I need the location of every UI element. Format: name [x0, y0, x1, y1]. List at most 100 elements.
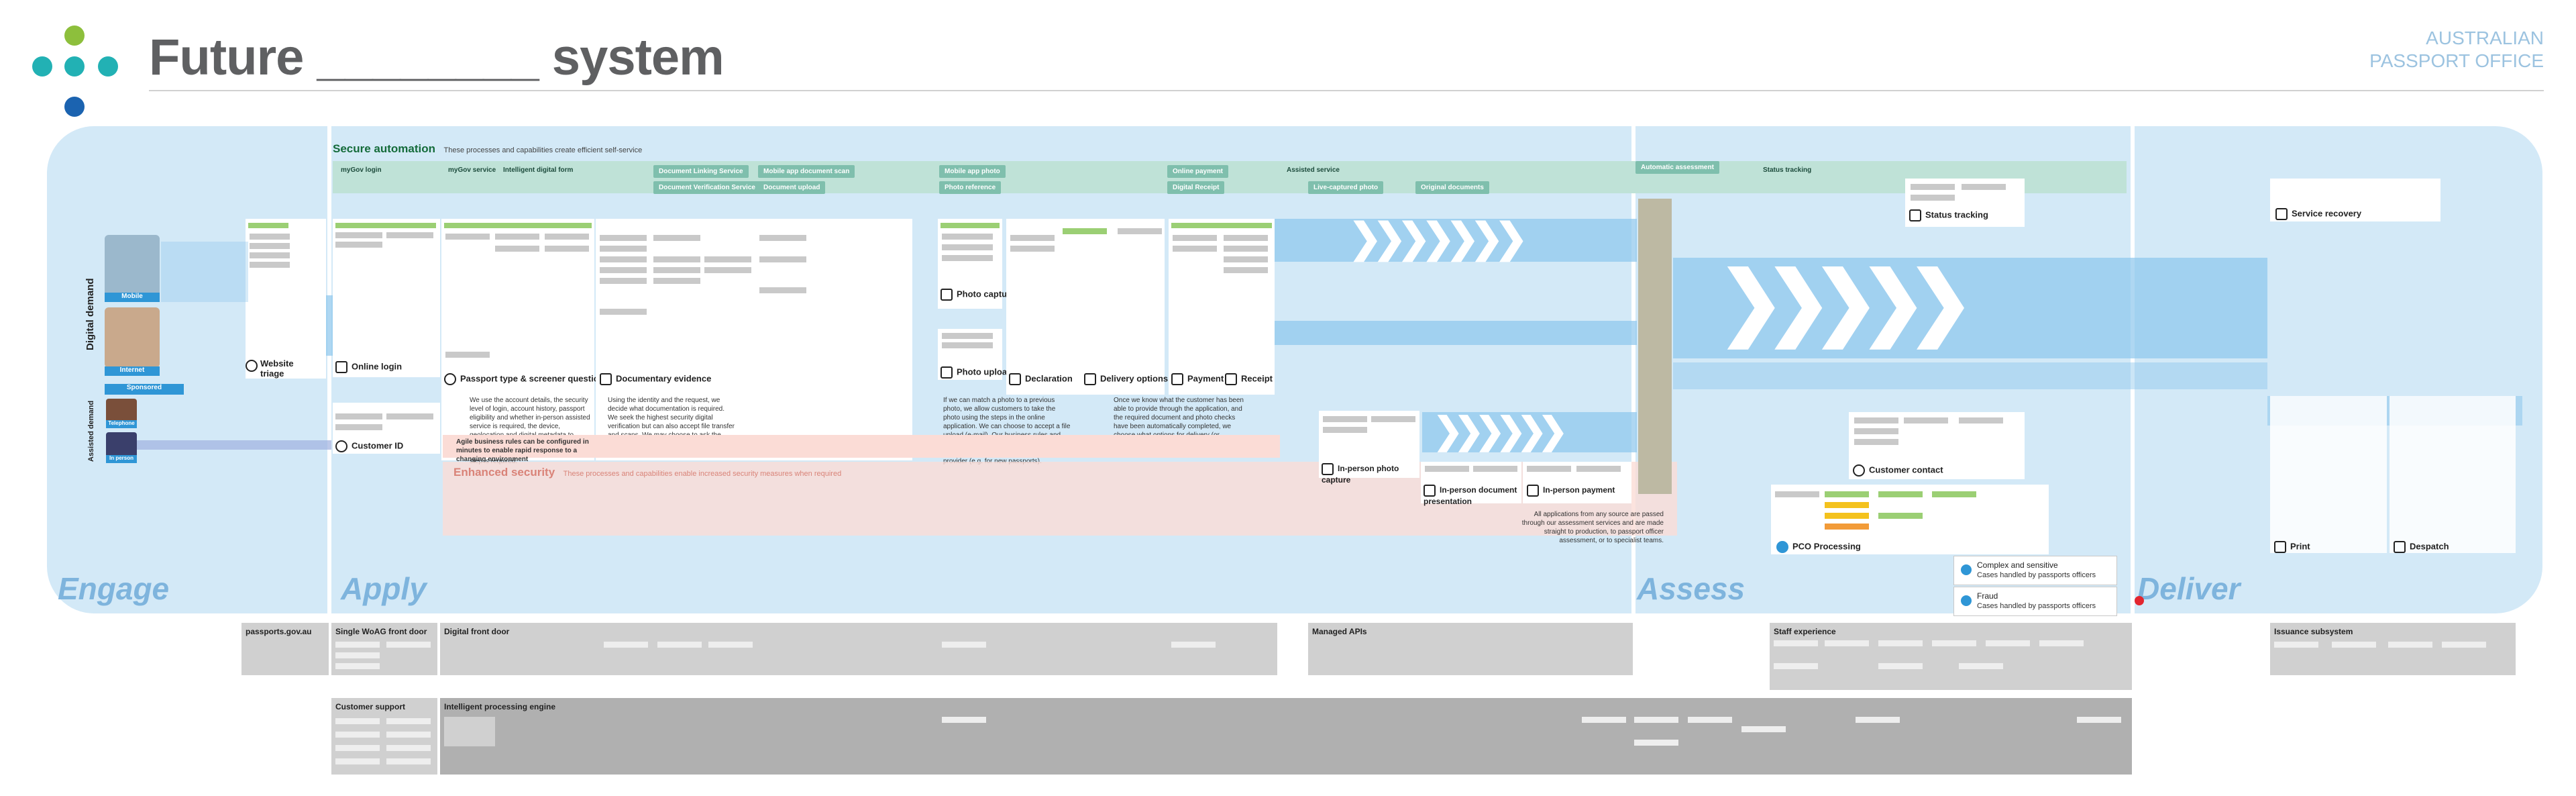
dfd-item-4	[942, 642, 986, 648]
cap-digital-receipt: Digital Receipt	[1167, 181, 1225, 194]
status-item-3	[1911, 195, 1955, 201]
chevrons-upper: ❯❯❯❯❯❯❯	[1348, 215, 1528, 260]
doc-item-1	[600, 235, 647, 241]
documentary-label[interactable]: Documentary evidence	[600, 373, 711, 385]
print-text: Print	[2290, 541, 2310, 552]
triage-item-4	[250, 262, 290, 268]
customer-contact-label[interactable]: Customer contact	[1853, 464, 1943, 477]
engine-item-8	[2077, 717, 2121, 723]
secure-title: Secure automation	[333, 142, 436, 155]
logo-dot-teal-mid	[64, 56, 85, 77]
pco-processing-label[interactable]: PCO Processing	[1776, 541, 1861, 553]
customer-id-label[interactable]: Customer ID	[335, 440, 403, 452]
complex-title: Complex and sensitive	[1977, 560, 2058, 570]
staff-item-4	[1932, 640, 1976, 646]
fraud-title: Fraud	[1977, 591, 1998, 601]
passport-type-label[interactable]: Passport type & screener questions	[444, 373, 609, 385]
engine-inner-box	[444, 717, 495, 746]
login-greenbar	[335, 223, 436, 228]
fraud-alert-dot	[2135, 596, 2144, 605]
service-recovery-label[interactable]: Service recovery	[2275, 208, 2361, 220]
declaration-text: Declaration	[1025, 373, 1073, 384]
channel-internet[interactable]: Internet	[105, 366, 160, 376]
channel-in-person[interactable]: In person	[106, 455, 137, 463]
doc-item-5	[600, 256, 647, 262]
despatch-text: Despatch	[2410, 541, 2449, 552]
payment-greenbar	[1171, 223, 1272, 228]
payment-label[interactable]: Payment	[1171, 373, 1224, 385]
inperson-photo-label[interactable]: In-person photo capture	[1322, 463, 1415, 485]
photo-item-3	[942, 255, 993, 261]
search-icon	[335, 440, 347, 452]
photo-capture-label[interactable]: Photo capture	[941, 289, 1015, 301]
cap-mygov-service: myGov service	[443, 164, 502, 177]
photo-upload-label[interactable]: Photo upload	[941, 366, 1012, 379]
upload-item-2	[942, 342, 993, 348]
despatch-truck-icon	[2394, 541, 2406, 553]
staff-item-3	[1878, 640, 1923, 646]
ip-doc-item-2	[1473, 466, 1517, 472]
phase-apply: Apply	[341, 571, 427, 606]
cap-mobile-scan: Mobile app document scan	[758, 165, 855, 178]
login-item-3	[335, 242, 382, 248]
cap-status-tracking: Status tracking	[1758, 164, 1817, 177]
online-login-label[interactable]: Online login	[335, 361, 402, 373]
pco-item-7	[1825, 524, 1869, 530]
despatch-label[interactable]: Despatch	[2394, 541, 2449, 553]
inperson-doc-label[interactable]: In-person document presentation	[1424, 485, 1521, 506]
platform-managed-apis	[1308, 623, 1633, 675]
cap-mygov-login: myGov login	[335, 164, 387, 177]
flow-apply-to-assess-mid	[1275, 321, 1637, 345]
channel-sponsored[interactable]: Sponsored	[105, 384, 184, 395]
question-icon	[444, 373, 456, 385]
website-triage-label[interactable]: Website triage	[260, 358, 294, 379]
declaration-label[interactable]: Declaration	[1009, 373, 1073, 385]
doc-item-3	[759, 235, 806, 241]
documentary-panel	[596, 219, 912, 460]
customer-contact-text: Customer contact	[1869, 464, 1943, 475]
receipt-label[interactable]: Receipt	[1225, 373, 1273, 385]
fraud-card[interactable]: Fraud Cases handled by passports officer…	[1953, 587, 2117, 616]
doc-item-13	[653, 278, 700, 284]
agile-rules-text: Agile business rules can be configured i…	[456, 438, 589, 463]
login-item-2	[386, 232, 433, 238]
print-label[interactable]: Print	[2274, 541, 2310, 553]
pay-item-1	[1173, 235, 1217, 241]
ip-pay-item-1	[1527, 466, 1571, 472]
pco-item-8	[1878, 513, 1923, 519]
platform-managed-apis-label: Managed APIs	[1312, 627, 1367, 636]
upload-icon	[941, 366, 953, 379]
channel-mobile[interactable]: Mobile	[105, 293, 160, 302]
photo-greenbar	[941, 223, 1000, 228]
platform-passports-gov	[241, 623, 329, 675]
complex-sensitive-card[interactable]: Complex and sensitive Cases handled by p…	[1953, 556, 2117, 585]
channel-telephone[interactable]: Telephone	[106, 420, 137, 428]
divider-assess-deliver	[2131, 126, 2135, 613]
decl-item-3	[1118, 228, 1162, 234]
dfd-item-1	[604, 642, 648, 648]
ip-photo-item-2	[1371, 416, 1415, 422]
passport-type-text: Passport type & screener questions	[460, 373, 609, 384]
payment-text: Payment	[1187, 373, 1224, 384]
pay-item-3	[1173, 246, 1217, 252]
custid-item-2	[386, 413, 433, 419]
custid-item-1	[335, 413, 382, 419]
pay-item-6	[1224, 267, 1268, 273]
woag-item-4	[335, 663, 380, 669]
digital-demand-label: Digital demand	[85, 278, 96, 350]
delivery-label[interactable]: Delivery options	[1084, 373, 1168, 385]
platform-staff-experience	[1770, 623, 2132, 690]
service-recovery-panel	[2270, 179, 2440, 221]
pco-item-5	[1825, 502, 1869, 508]
status-tracking-label[interactable]: Status tracking	[1909, 209, 1988, 221]
status-item-2	[1962, 184, 2006, 190]
inperson-doc-icon	[1424, 485, 1436, 497]
platform-digital-front-door	[440, 623, 1277, 675]
doc-item-9	[600, 267, 647, 273]
contact-item-2	[1904, 417, 1948, 424]
inperson-payment-label[interactable]: In-person payment	[1527, 485, 1615, 497]
contact-item-4	[1854, 428, 1898, 434]
delivery-text: Delivery options	[1100, 373, 1169, 384]
doc-item-12	[600, 278, 647, 284]
truck-icon	[1084, 373, 1096, 385]
